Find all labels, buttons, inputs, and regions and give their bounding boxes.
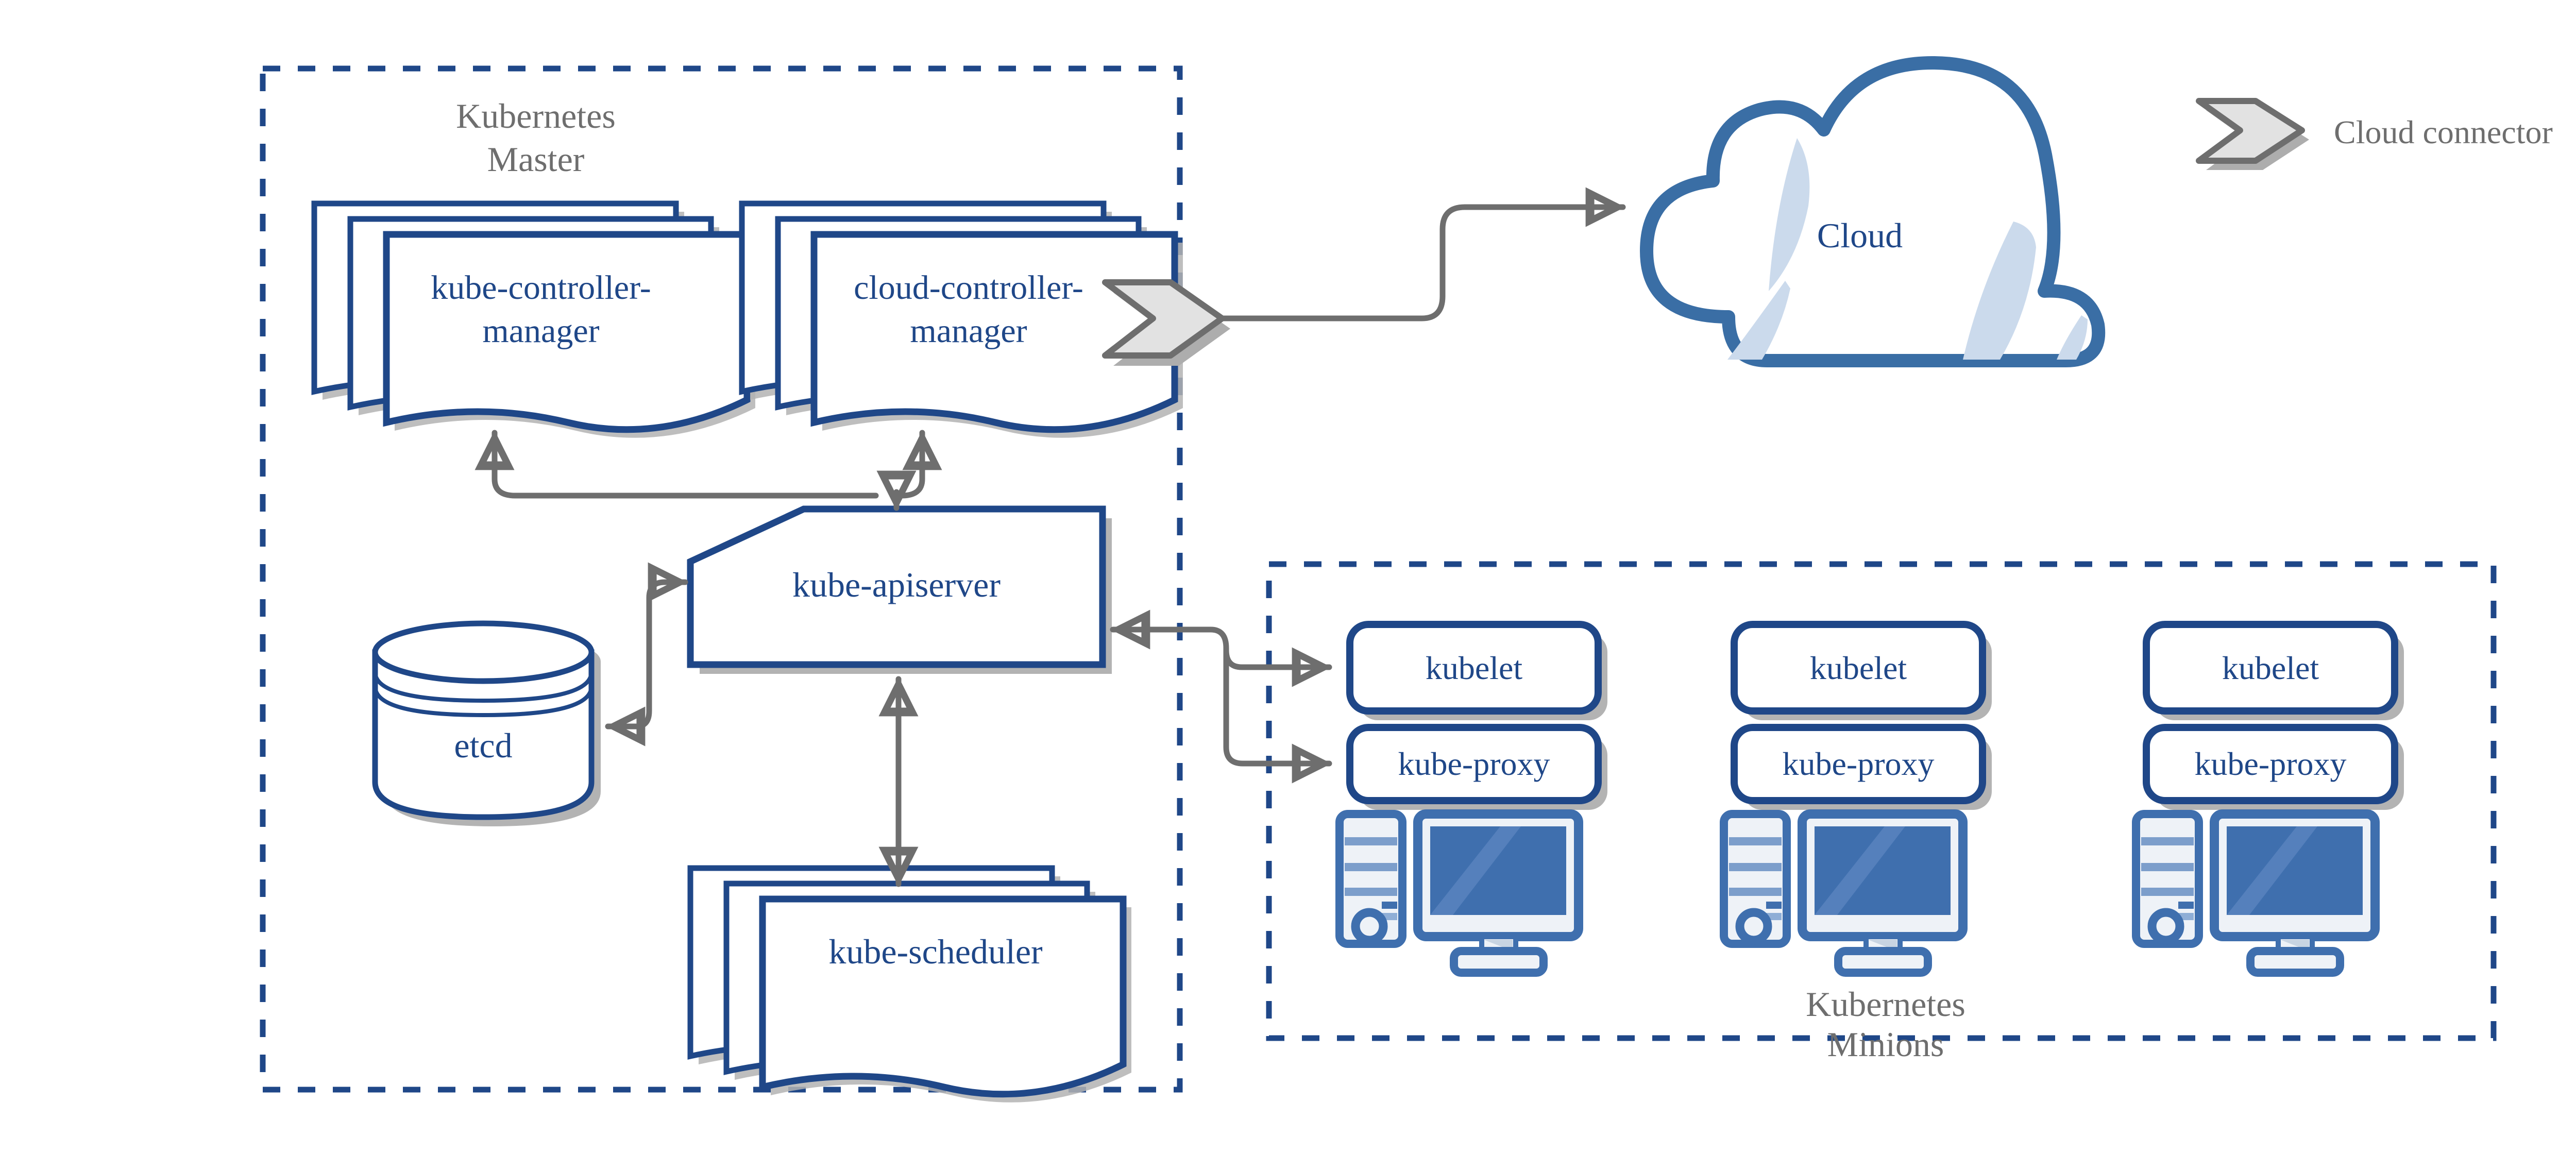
minion-node-1[interactable]: kubelet kube-proxy xyxy=(1335,621,1607,977)
scheduler-label: kube-scheduler xyxy=(828,932,1043,971)
minion1-computer-icon xyxy=(1335,809,1583,977)
apiserver-label: kube-apiserver xyxy=(792,565,1001,604)
minion-node-3[interactable]: kubelet kube-proxy xyxy=(2132,621,2404,977)
etcd-ring-1 xyxy=(373,671,594,703)
minion3-kubelet-box[interactable] xyxy=(2143,621,2398,715)
cloud-accent-4 xyxy=(2057,315,2088,360)
scheduler-sheet1 xyxy=(759,895,1127,1098)
cloud-outline xyxy=(1640,56,2106,367)
minions-group-border xyxy=(1266,561,2497,1041)
kube-controller-manager-node[interactable]: kube-controller- manager xyxy=(311,200,755,438)
connector-controllers-to-apiserver xyxy=(474,430,942,511)
master-label-line2: Master xyxy=(487,140,585,179)
minion2-kubelet-box[interactable] xyxy=(1731,621,1986,715)
legend-cloud-connector-label: Cloud connector xyxy=(2334,114,2553,150)
minion2-kubeproxy-box[interactable] xyxy=(1731,724,1986,804)
cloud-accent-2 xyxy=(1727,281,1790,360)
connector-apiserver-kubeproxy xyxy=(1223,647,1332,784)
etcd-label: etcd xyxy=(454,726,512,765)
minion-node-2[interactable]: kubelet kube-proxy xyxy=(1720,621,1992,977)
connector-ccm-apiserver xyxy=(893,430,942,508)
connector-apiserver-kubelet xyxy=(1110,609,1332,687)
connector-ccm-to-cloud xyxy=(1219,187,1626,321)
minion3-kubeproxy-box[interactable] xyxy=(2143,724,2398,804)
etcd-node[interactable]: etcd xyxy=(372,620,601,826)
legend-cloud-connector[interactable]: Cloud connector xyxy=(2196,98,2553,170)
minion2-kubelet-label: kubelet xyxy=(1810,650,1907,686)
cloud-controller-manager-node[interactable]: cloud-controller- manager xyxy=(739,200,1183,438)
ccm-chevron-icon xyxy=(1102,279,1225,359)
ccm-sheet1 xyxy=(810,231,1178,433)
etcd-ring-2 xyxy=(373,686,594,718)
minions-label-line1: Kubernetes xyxy=(1806,985,1965,1024)
kube-scheduler-node[interactable]: kube-scheduler xyxy=(687,865,1131,1103)
minion1-kubelet-label: kubelet xyxy=(1426,650,1523,686)
apiserver-box xyxy=(687,505,1106,668)
connector-ccm-cloud-line xyxy=(1219,187,1626,321)
master-group-border xyxy=(260,65,1183,1093)
kcm-label-line1: kube-controller- xyxy=(431,269,651,307)
master-label-line1: Kubernetes xyxy=(456,96,616,135)
minion3-computer-icon xyxy=(2132,809,2380,977)
cloud-accent-1 xyxy=(1769,138,1810,291)
minion1-kubelet-box[interactable] xyxy=(1346,621,1602,715)
kcm-label-line2: manager xyxy=(482,312,599,350)
cloud-connector-chevron-on-ccm[interactable] xyxy=(1102,279,1230,366)
minion1-kubeproxy-box[interactable] xyxy=(1346,724,1602,804)
connector-etcd-apiserver-line xyxy=(605,562,688,747)
ccm-label-line2: manager xyxy=(910,312,1027,350)
master-group-box xyxy=(260,65,1183,1093)
master-group-label: Kubernetes Master xyxy=(456,96,616,179)
cloud-accent-3 xyxy=(1963,222,2036,360)
etcd-body xyxy=(372,649,595,820)
kube-apiserver-node[interactable]: kube-apiserver xyxy=(687,505,1112,674)
connector-kcm-apiserver xyxy=(474,430,879,499)
minion1-kubeproxy-label: kube-proxy xyxy=(1398,745,1550,782)
minions-label-line2: Minions xyxy=(1827,1025,1944,1064)
cloud-connector-icon xyxy=(2196,98,2305,164)
connector-apiserver-minions xyxy=(1110,609,1332,784)
etcd-top-disc xyxy=(372,620,595,684)
minion2-computer-icon xyxy=(1720,809,1968,977)
cloud-node[interactable]: Cloud xyxy=(1640,56,2106,367)
minions-group-label: Kubernetes Minions xyxy=(1806,985,1965,1064)
ccm-label-line1: cloud-controller- xyxy=(854,269,1083,307)
cloud-label: Cloud xyxy=(1817,216,1903,255)
minion3-kubelet-label: kubelet xyxy=(2222,650,2319,686)
minion2-kubeproxy-label: kube-proxy xyxy=(1782,745,1934,782)
minions-group-box xyxy=(1266,561,2497,1041)
kcm-sheet1 xyxy=(383,231,751,433)
connector-etcd-apiserver xyxy=(605,562,688,747)
minion3-kubeproxy-label: kube-proxy xyxy=(2194,745,2346,782)
